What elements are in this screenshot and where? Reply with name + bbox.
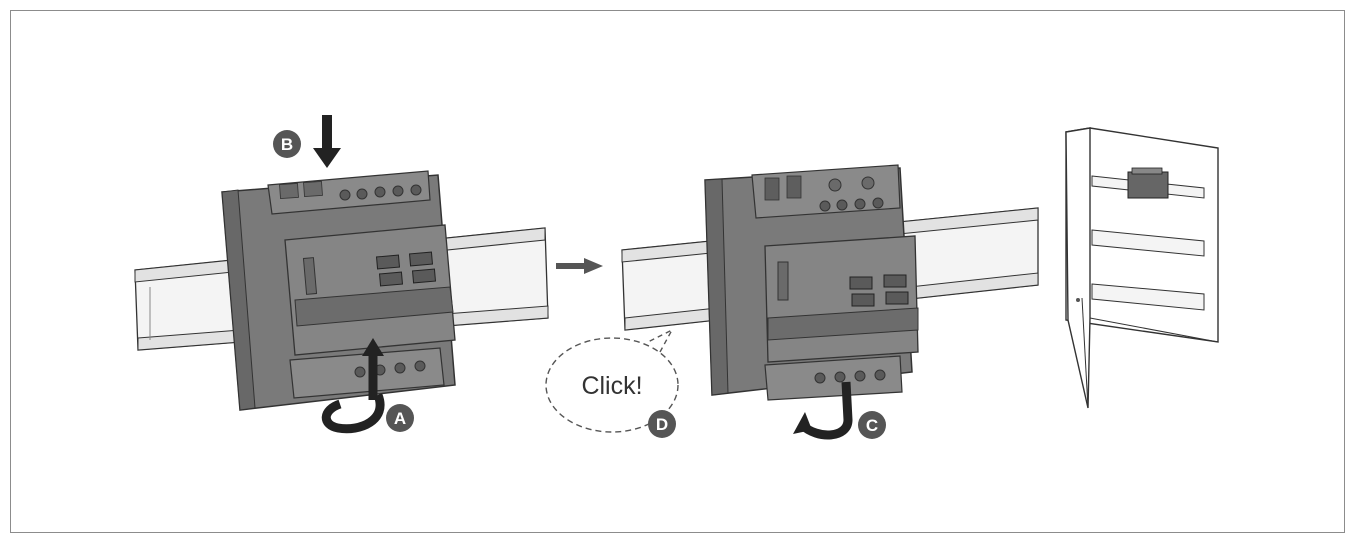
energy-meter-device-left (221, 170, 456, 411)
click-speech-bubble: Click! (545, 328, 679, 433)
cabinet-mounted-device (1127, 167, 1169, 199)
energy-meter-device-mounted (704, 164, 919, 401)
step-a-badge: A (386, 404, 414, 432)
step-a-label: A (394, 409, 406, 428)
arrow-a-icon (321, 338, 385, 434)
click-text: Click! (581, 372, 642, 400)
step-d-label: D (656, 415, 668, 434)
next-step-arrow-icon (556, 258, 603, 274)
arrow-b-icon (313, 115, 341, 168)
step-d-badge: D (648, 410, 676, 438)
distribution-cabinet (1065, 127, 1219, 409)
step-b-label: B (281, 135, 293, 154)
arrow-c-icon (793, 381, 853, 440)
step-b-badge: B (273, 130, 301, 158)
step-c-label: C (866, 416, 878, 435)
step-c-badge: C (858, 411, 886, 439)
